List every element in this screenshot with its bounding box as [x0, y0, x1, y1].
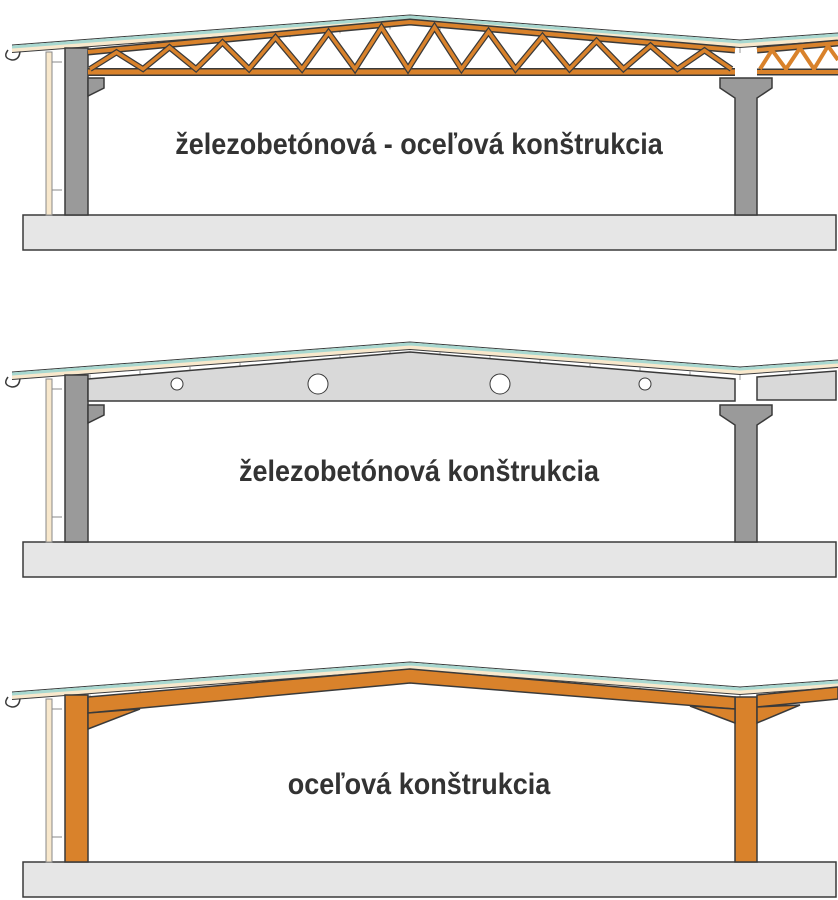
foundation-slab	[22, 541, 837, 578]
label-steel: oceľová konštrukcia	[287, 768, 551, 801]
roof-edge	[11, 14, 838, 46]
gutter-icon	[5, 376, 21, 388]
pipe-bracket	[52, 388, 62, 518]
roof-edge	[11, 341, 838, 373]
left-column	[64, 694, 89, 863]
downpipe	[45, 378, 53, 543]
roof-sheet	[11, 15, 838, 49]
left-column	[64, 47, 89, 216]
beam-opening	[489, 373, 511, 395]
pipe-bracket	[52, 708, 62, 838]
roof-insulation	[11, 344, 838, 379]
gutter-icon	[5, 49, 21, 61]
adjacent-truss	[756, 41, 838, 74]
pipe-bracket	[52, 61, 62, 191]
truss-web	[89, 23, 733, 73]
beam-opening	[638, 377, 652, 391]
left-corbel	[87, 77, 105, 98]
truss-top-chord	[87, 19, 736, 54]
concrete-beam	[87, 351, 736, 402]
right-column	[719, 404, 773, 543]
foundation-slab	[22, 861, 837, 898]
roof-sheet	[11, 662, 838, 696]
left-haunch	[87, 708, 141, 731]
label-reinforced-concrete: železobetónová konštrukcia	[238, 455, 600, 488]
gutter-icon	[5, 696, 21, 708]
frame-steel	[5, 661, 838, 898]
beam-opening	[307, 373, 329, 395]
right-haunch	[689, 686, 838, 725]
steel-rafter	[87, 668, 736, 714]
left-corbel	[87, 404, 105, 425]
beam-opening	[170, 377, 184, 391]
roof-edge	[11, 661, 838, 693]
label-reinforced-concrete-steel: železobetónová - oceľová konštrukcia	[175, 128, 663, 161]
roof-insulation	[11, 17, 838, 52]
foundation-slab	[22, 214, 837, 251]
roof-insulation	[11, 664, 838, 699]
right-column	[719, 77, 773, 216]
adjacent-beam	[756, 370, 837, 401]
downpipe	[45, 698, 53, 863]
roof-sheet	[11, 342, 838, 376]
frame-truss	[5, 14, 838, 251]
roof-underside	[11, 348, 838, 380]
left-column	[64, 374, 89, 543]
roof-underside	[11, 668, 838, 700]
right-column	[734, 696, 758, 863]
frame-concrete	[5, 341, 838, 578]
downpipe	[45, 51, 53, 216]
